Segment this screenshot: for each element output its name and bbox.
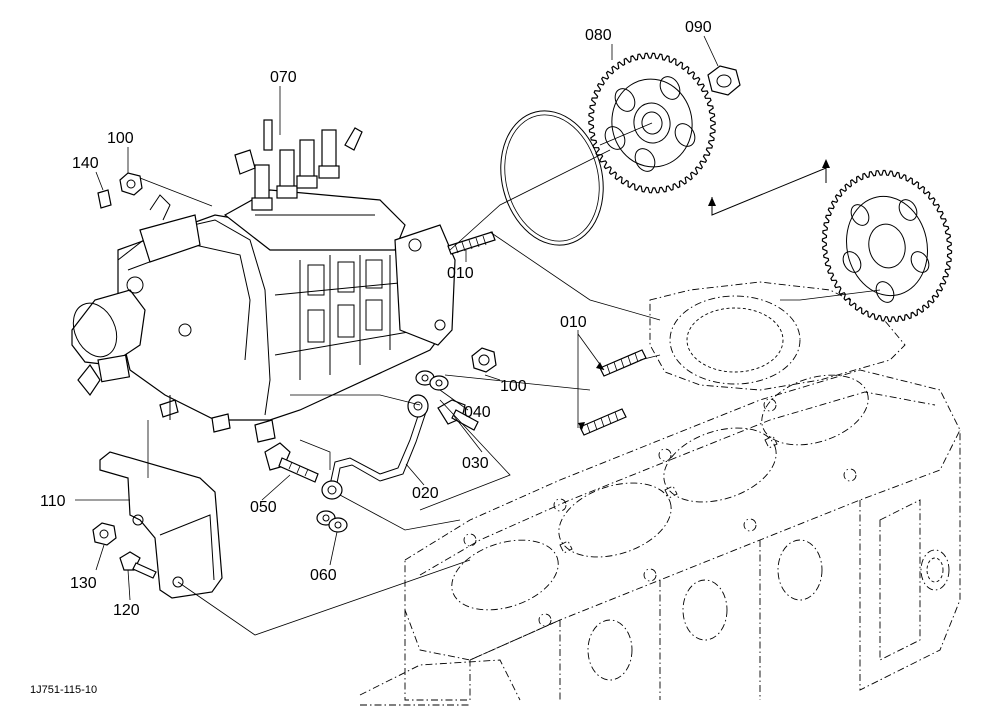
callout-140: 140	[72, 155, 99, 172]
callout-labels: 070 080 090 100 140 010 010 100 040 030 …	[30, 19, 712, 696]
callout-010-right: 010	[560, 314, 587, 331]
callout-010-upper: 010	[447, 265, 474, 282]
bolt-120	[119, 551, 157, 579]
stud-010-upper	[447, 231, 496, 255]
injection-pump	[71, 119, 456, 443]
callout-090: 090	[685, 19, 712, 36]
callout-050: 050	[250, 499, 277, 516]
callout-070: 070	[270, 69, 297, 86]
nut-130	[92, 522, 117, 546]
nut-100-right	[471, 347, 497, 373]
gasket-washer-040	[415, 370, 449, 391]
callout-030: 030	[462, 455, 489, 472]
plug-140	[97, 189, 112, 209]
callout-100-top: 100	[107, 130, 134, 147]
leader-lines	[75, 35, 881, 636]
callout-120: 120	[113, 602, 140, 619]
leader-arrow	[596, 362, 604, 370]
stud-010-right	[579, 349, 647, 436]
figure-code: 1J751-115-10	[30, 684, 97, 696]
gasket-washer-060	[316, 510, 348, 533]
eye-bolt-050	[264, 442, 319, 483]
leader-arrow	[578, 422, 585, 430]
bracket-110	[99, 451, 223, 599]
pump-drive-gear	[821, 169, 953, 323]
callout-130: 130	[70, 575, 97, 592]
callout-100-right: 100	[500, 378, 527, 395]
nut-090	[707, 65, 741, 96]
callout-020: 020	[412, 485, 439, 502]
o-ring	[500, 110, 604, 246]
callout-040: 040	[464, 404, 491, 421]
callout-110: 110	[40, 493, 66, 510]
gear-swap-arrow	[708, 159, 830, 216]
nut-100-top	[119, 172, 143, 196]
callout-080: 080	[585, 27, 612, 44]
callout-060: 060	[310, 567, 337, 584]
fuel-pipe-020	[321, 394, 429, 500]
engine-block-outline	[359, 281, 961, 706]
